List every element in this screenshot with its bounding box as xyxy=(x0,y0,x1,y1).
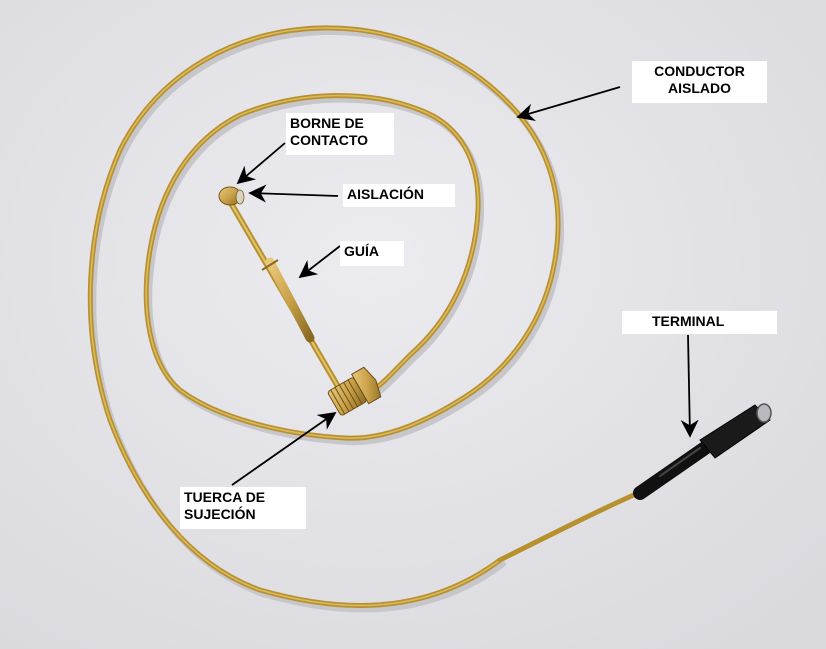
label-guia: GUÍA xyxy=(340,241,404,266)
terminal-opening xyxy=(756,403,772,423)
label-borne-line1: BORNE DE xyxy=(290,115,364,131)
arrow-icon xyxy=(298,245,341,279)
label-tuerca-de-sujecion: TUERCA DE SUJECIÓN xyxy=(180,487,306,529)
label-tuerca-line2: SUJECIÓN xyxy=(184,506,256,522)
label-conductor-aislado: CONDUCTOR AISLADO xyxy=(632,61,767,103)
arrow-icon xyxy=(231,411,337,486)
arrow-icon xyxy=(680,334,699,438)
label-terminal-text: TERMINAL xyxy=(652,313,725,329)
label-conductor-line1: CONDUCTOR xyxy=(654,63,745,79)
terminal-connector xyxy=(699,404,771,459)
label-guia-text: GUÍA xyxy=(344,243,379,259)
arrow-icon xyxy=(236,142,286,185)
sleeve-shine xyxy=(659,447,701,477)
label-aislacion-text: AISLACIÓN xyxy=(347,186,424,202)
label-tuerca-line1: TUERCA DE xyxy=(184,489,266,505)
heat-shrink-sleeve xyxy=(633,441,712,500)
label-borne-line2: CONTACTO xyxy=(290,132,369,148)
label-borne-de-contacto: BORNE DE CONTACTO xyxy=(286,113,394,155)
guide-sleeve xyxy=(265,257,315,343)
label-terminal: TERMINAL xyxy=(622,311,777,334)
guide-collar xyxy=(261,259,279,271)
label-conductor-line2: AISLADO xyxy=(668,80,731,96)
arrow-icon xyxy=(516,86,621,122)
wire-tail xyxy=(497,487,648,563)
arrow-icon xyxy=(248,184,339,203)
label-aislacion: AISLACIÓN xyxy=(343,184,455,207)
wire-highlight xyxy=(89,27,559,607)
threaded-nut xyxy=(327,366,382,416)
insulation-ring xyxy=(235,189,245,205)
